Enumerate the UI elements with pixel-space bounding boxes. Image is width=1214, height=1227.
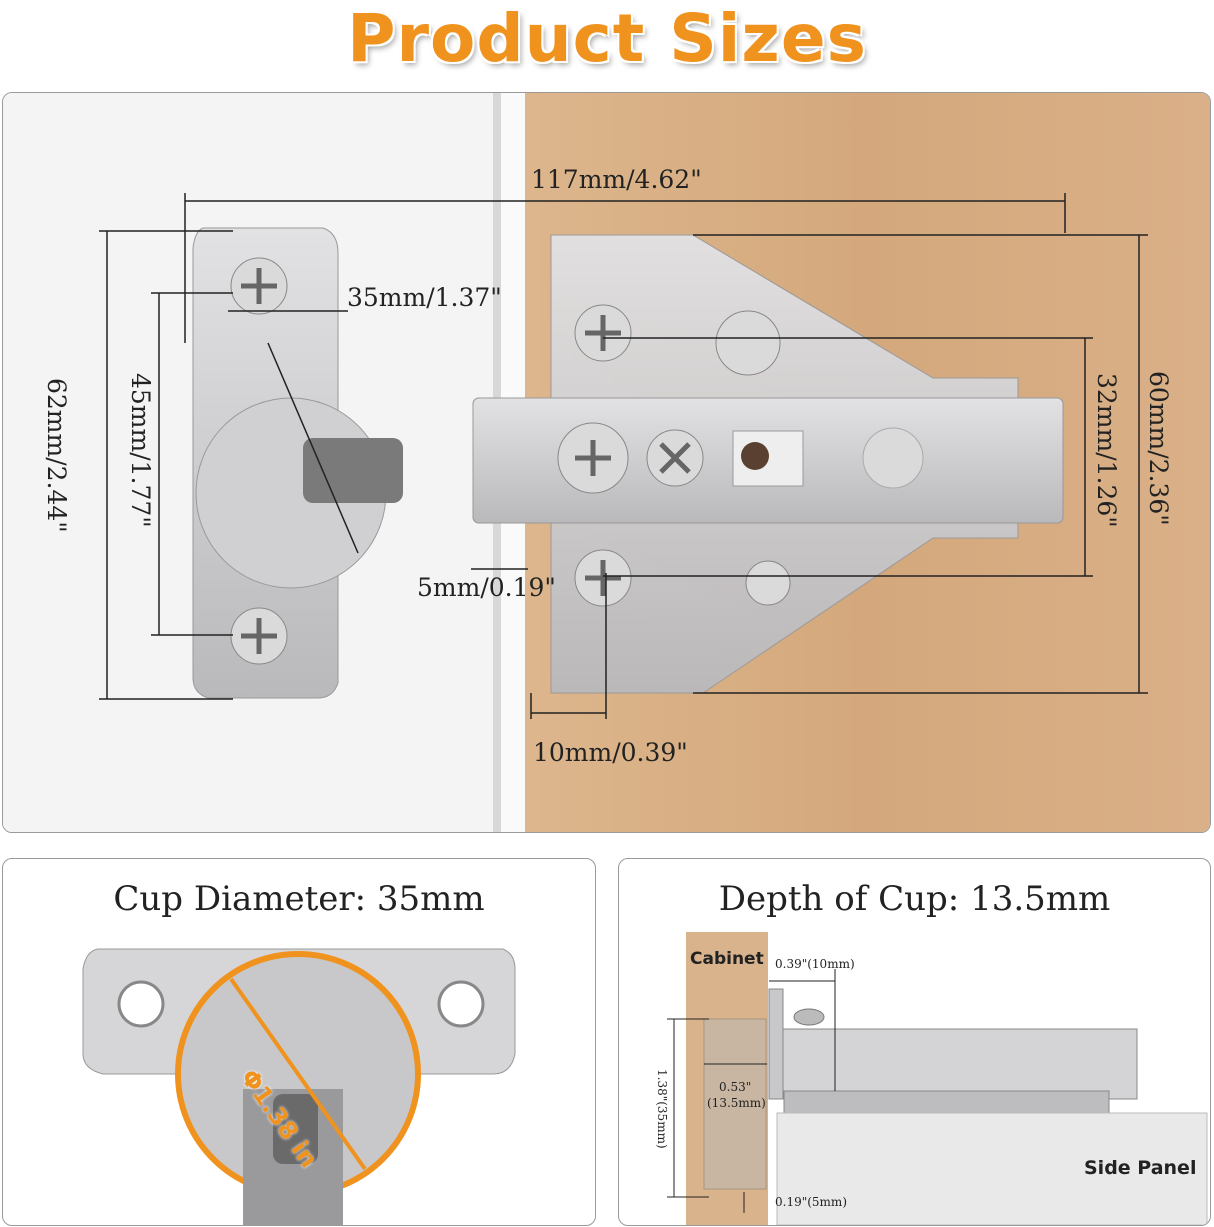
screw-spacing-label: 45mm/1.77" [126, 373, 155, 528]
side-panel [776, 1112, 1208, 1225]
offset-bottom-label: 0.19"(5mm) [775, 1195, 847, 1209]
cabinet-label: Cabinet [690, 949, 764, 969]
cup-height-label: 1.38"(35mm) [655, 1069, 669, 1149]
plate-height-label: 62mm/2.44" [42, 378, 71, 533]
cup-offset-label: 5mm/0.19" [417, 573, 556, 602]
dimension-lines [99, 193, 1148, 719]
cup-diameter-panel: Cup Diameter: 35mm Φ1.38 in [2, 858, 596, 1226]
page-title: Product Sizes [347, 0, 867, 77]
overall-width-label: 117mm/4.62" [531, 165, 702, 194]
mount-height-label: 60mm/2.36" [1144, 371, 1173, 526]
main-dimension-panel: 117mm/4.62" 35mm/1.37" 62mm/2.44" 45mm/1… [2, 92, 1211, 833]
depth-mm-label: (13.5mm) [707, 1096, 766, 1110]
hinge-top-view-illustration [3, 93, 1210, 832]
cup-diameter-label: 35mm/1.37" [347, 283, 502, 312]
offset-top-label: 0.39"(10mm) [775, 957, 855, 971]
mount-screw-spacing-label: 32mm/1.26" [1092, 373, 1121, 528]
depth-label: 0.53" [719, 1080, 752, 1094]
side-panel-label: Side Panel [1084, 1157, 1197, 1179]
mount-offset-label: 10mm/0.39" [533, 738, 688, 767]
depth-side-view-illustration [667, 932, 1208, 1225]
cup-depth-panel: Depth of Cup: 13.5mm Cabinet Side Panel … [618, 858, 1211, 1226]
cup-illustration [82, 948, 516, 1225]
cup-panel-title: Cup Diameter: 35mm [113, 879, 485, 919]
depth-panel-title: Depth of Cup: 13.5mm [718, 879, 1111, 919]
